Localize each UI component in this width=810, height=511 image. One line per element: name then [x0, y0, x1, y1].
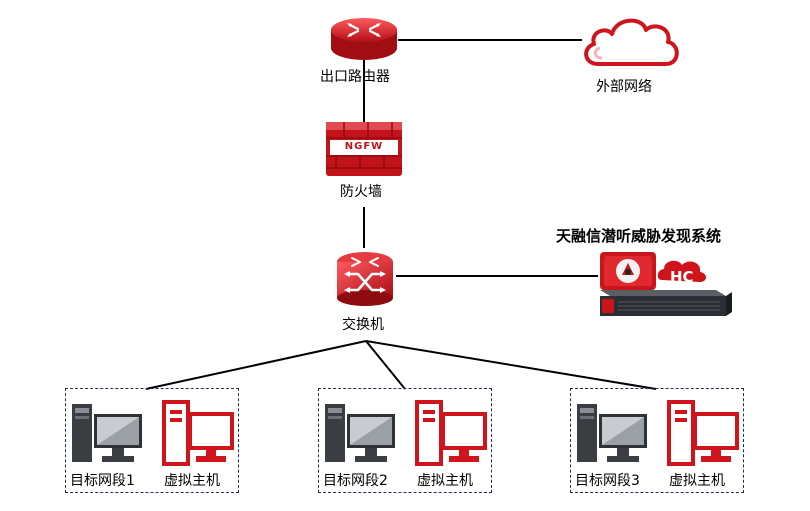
switch-icon [337, 252, 393, 306]
router-label: 出口路由器 [320, 69, 390, 85]
vm-label-3: 虚拟主机 [669, 473, 725, 489]
detector-title: 天融信潜听威胁发现系统 [556, 227, 722, 245]
external-network-cloud[interactable] [580, 10, 682, 74]
vm-label-1: 虚拟主机 [164, 473, 220, 489]
core-switch[interactable] [334, 250, 396, 312]
switch-label: 交换机 [342, 317, 384, 333]
firewall[interactable]: NGFW [324, 120, 404, 182]
segment-group-3 [570, 388, 744, 493]
desktop-computer-icon [577, 404, 647, 462]
segment-label-2: 目标网段2 [323, 473, 388, 489]
virtual-host-1[interactable] [162, 400, 234, 470]
target-pc-2[interactable] [325, 402, 399, 468]
link-switch-segment1 [145, 340, 367, 390]
virtual-host-2[interactable] [415, 400, 487, 470]
link-switch-segment3 [365, 340, 657, 390]
target-pc-1[interactable] [72, 402, 146, 468]
cloud-icon [584, 18, 679, 66]
threat-detection-appliance[interactable]: HC [596, 250, 736, 326]
vm-label-2: 虚拟主机 [417, 473, 473, 489]
desktop-computer-icon [325, 404, 395, 462]
virtual-machine-icon [667, 400, 739, 466]
segment-group-1 [65, 388, 239, 493]
segment-group-2 [318, 388, 492, 493]
firewall-label: 防火墙 [340, 184, 382, 200]
server-appliance-icon [600, 252, 732, 316]
desktop-computer-icon [72, 404, 142, 462]
segment-label-3: 目标网段3 [575, 473, 640, 489]
firewall-icon [326, 122, 402, 176]
exit-router[interactable] [328, 14, 400, 68]
link-switch-segment2 [365, 340, 406, 390]
target-pc-3[interactable] [577, 402, 651, 468]
segment-label-1: 目标网段1 [70, 473, 135, 489]
virtual-machine-icon [162, 400, 234, 466]
virtual-machine-icon [415, 400, 487, 466]
virtual-host-3[interactable] [667, 400, 739, 470]
firewall-badge: NGFW [344, 141, 384, 152]
router-icon [331, 18, 397, 60]
hc-badge: HC [670, 268, 694, 286]
cloud-label: 外部网络 [596, 79, 652, 95]
